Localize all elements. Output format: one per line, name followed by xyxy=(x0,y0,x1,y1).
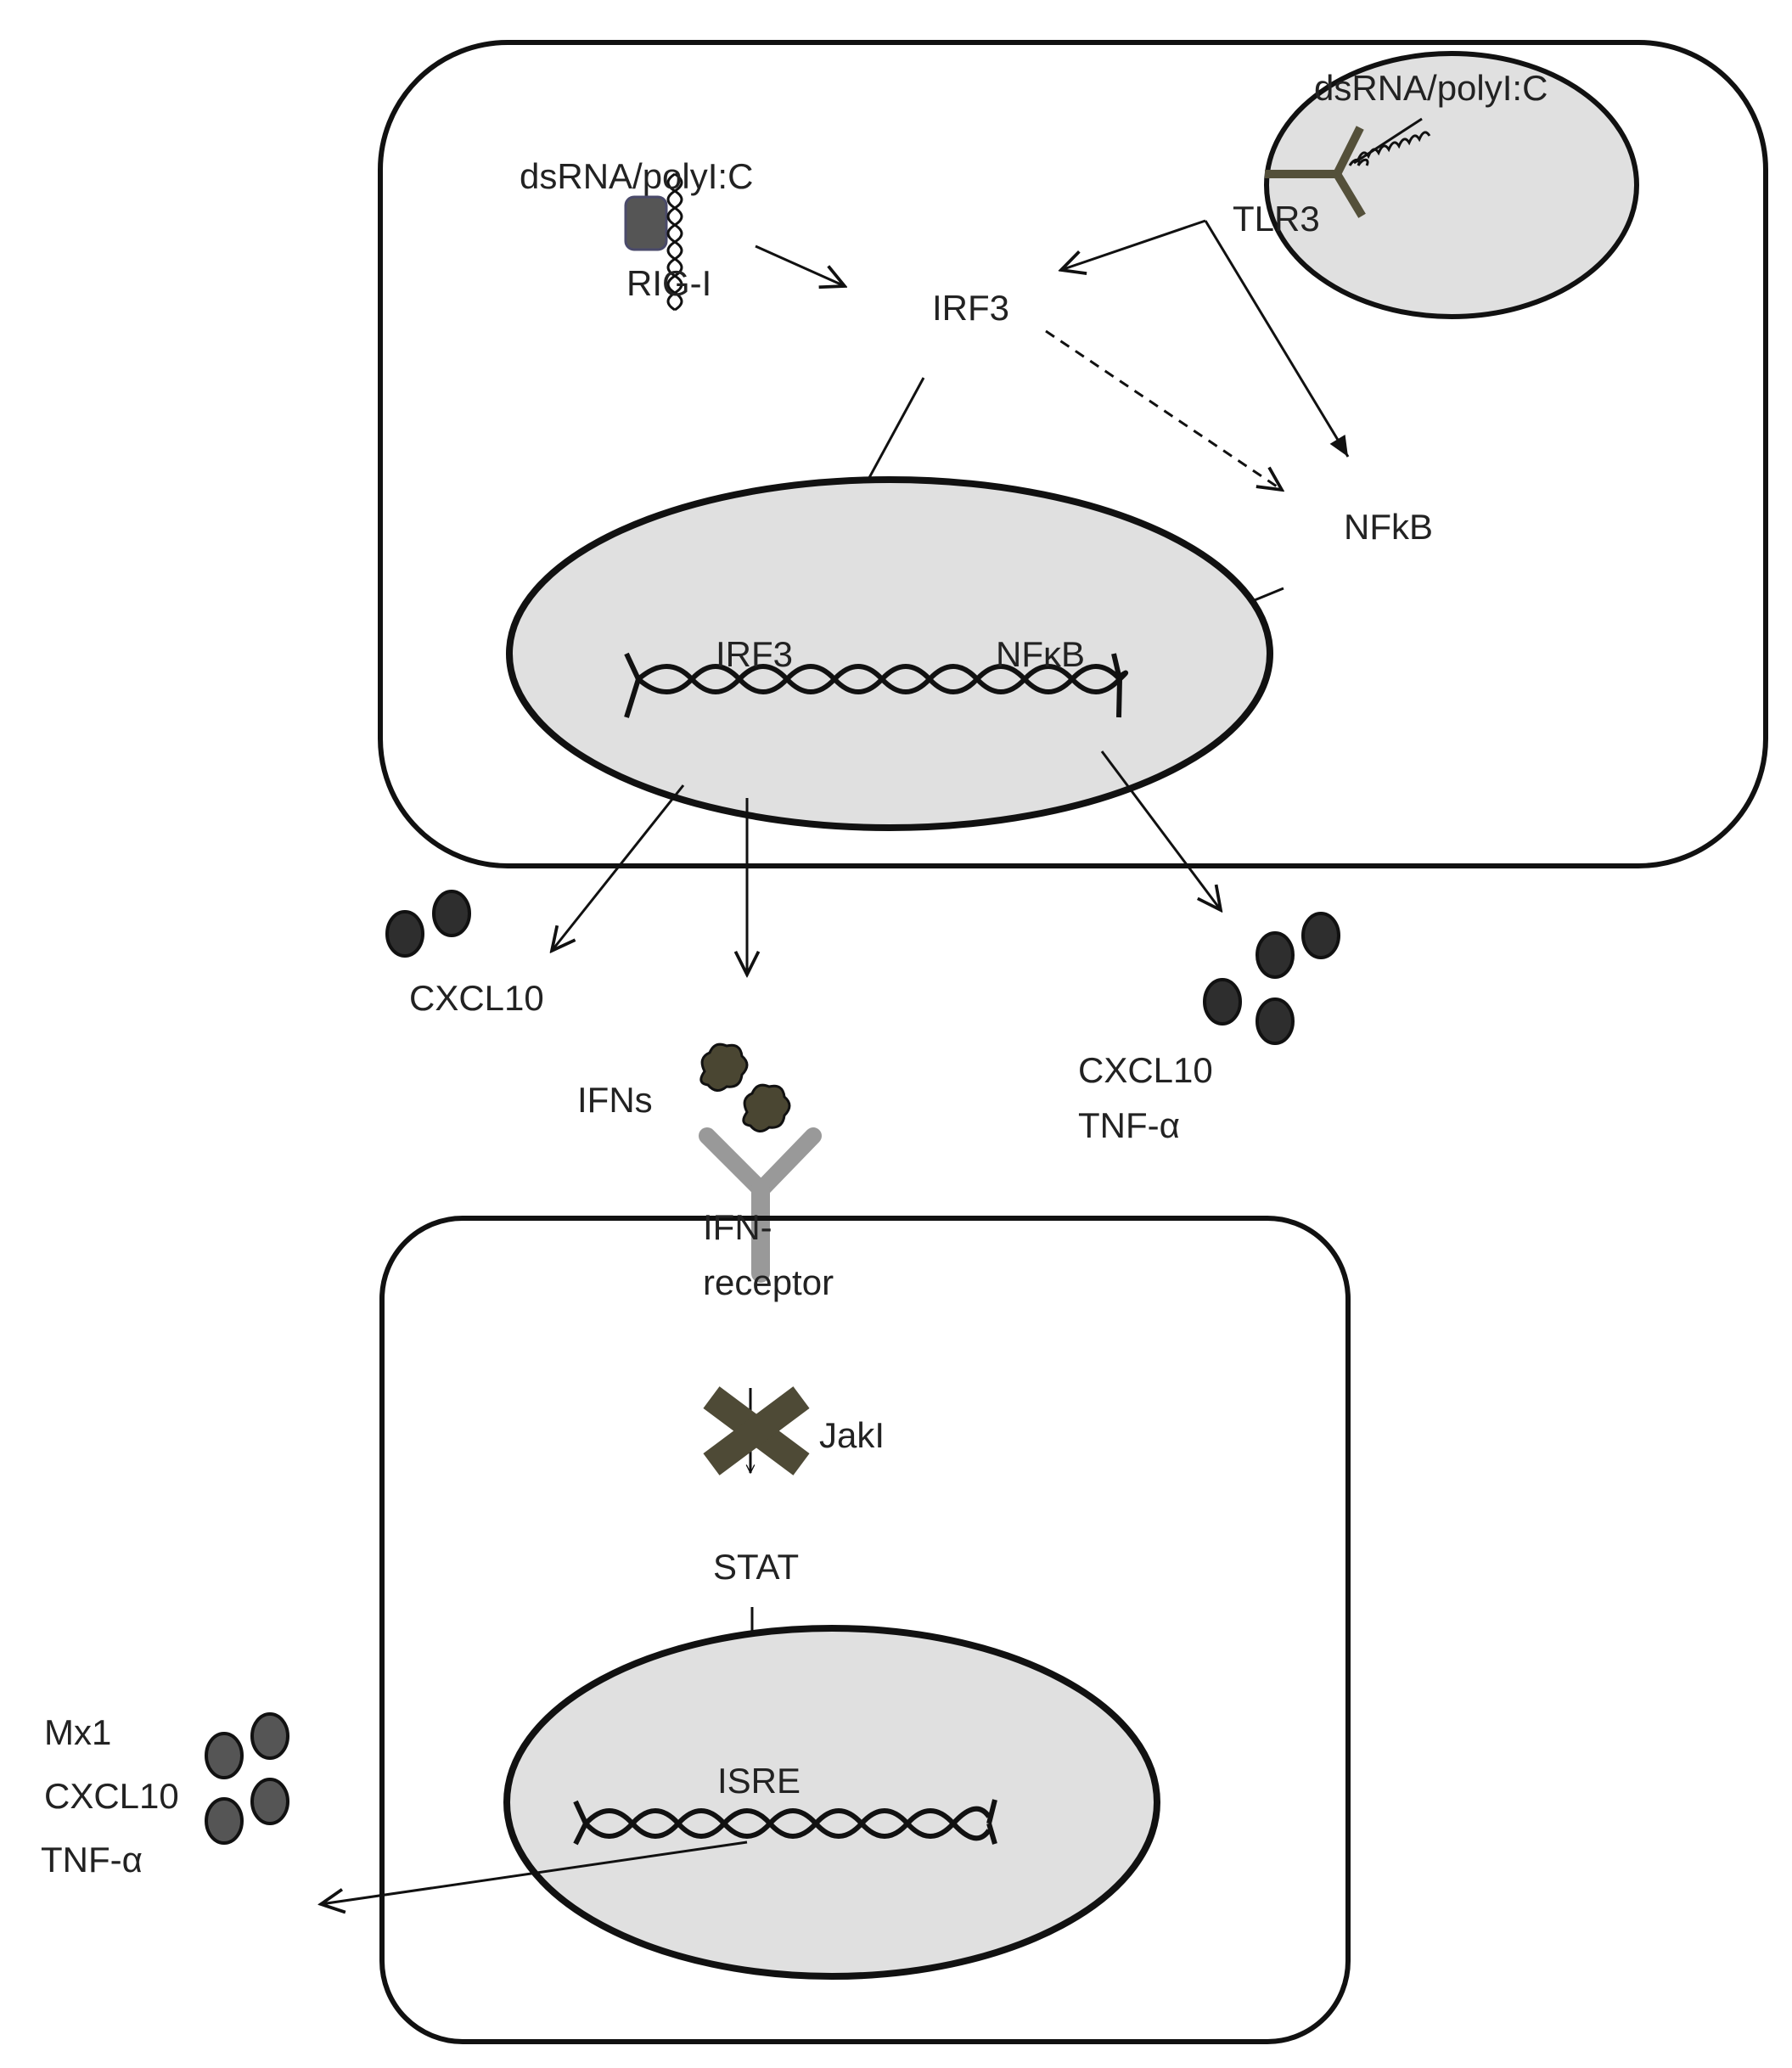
nfkb-cytoplasm-label: NFkB xyxy=(1344,507,1433,547)
ifn-receptor-label-1: IFN- xyxy=(703,1207,772,1247)
ifn-particle-icon xyxy=(699,1042,791,1132)
tlr3-label: TLR3 xyxy=(1233,199,1320,239)
chemokine-particle-icon xyxy=(1203,912,1340,1045)
endosome-ligand-label: dsRNA/polyI:C xyxy=(1314,68,1548,108)
upper-nucleus xyxy=(506,476,1273,831)
cxcl10-right-label: CXCL10 xyxy=(1078,1050,1213,1090)
chemokine-particle-icon xyxy=(205,1712,289,1845)
ifns-label: IFNs xyxy=(577,1080,653,1120)
chemokine-particle-icon xyxy=(385,890,471,958)
arrow-irf3-to-nfkb-dashed xyxy=(1045,329,1282,490)
jak-label: JakI xyxy=(819,1415,885,1455)
ifn-receptor-y-icon xyxy=(699,1127,822,1283)
isre-label: ISRE xyxy=(717,1761,801,1801)
tnf-right-label: TNF-α xyxy=(1078,1105,1180,1145)
output-tnf-label: TNF-α xyxy=(41,1840,143,1880)
rig-i-receptor-icon xyxy=(624,172,683,312)
ifn-receptor-label-2: receptor xyxy=(703,1262,834,1302)
endosome xyxy=(1264,51,1639,319)
rig-i-ligand-label: dsRNA/polyI:C xyxy=(520,156,753,196)
arrow-nucleus-to-cxcl10-tnf xyxy=(1100,750,1221,910)
jak-inhibition-cross-icon xyxy=(703,1386,810,1475)
output-cxcl10-label: CXCL10 xyxy=(44,1776,179,1816)
irf3-cytoplasm-label: IRF3 xyxy=(932,288,1009,328)
cxcl10-left-label: CXCL10 xyxy=(409,978,544,1018)
arrow-tlr3-to-nfkb xyxy=(1204,220,1350,458)
lower-cell-membrane xyxy=(379,1216,1351,2044)
nucleus-irf3-label: IRF3 xyxy=(716,634,793,674)
dna-double-helix-icon xyxy=(573,1799,997,1846)
tlr3-receptor-icon xyxy=(1265,126,1366,218)
output-mx1-label: Mx1 xyxy=(44,1712,111,1752)
endosome-dsrna-icon xyxy=(1348,117,1431,166)
stat-label: STAT xyxy=(713,1547,799,1587)
rig-i-label: RIG-I xyxy=(626,263,711,303)
arrow-nucleus-to-cxcl10-left xyxy=(552,784,685,951)
nucleus-nfkb-label: NFκB xyxy=(996,634,1085,674)
dna-double-helix-icon xyxy=(624,652,1128,718)
arrow-rigi-to-irf3 xyxy=(755,244,845,286)
arrow-isre-to-outputs xyxy=(321,1840,748,1904)
arrow-tlr3-to-irf3 xyxy=(1061,219,1206,270)
lower-nucleus xyxy=(503,1625,1160,1980)
